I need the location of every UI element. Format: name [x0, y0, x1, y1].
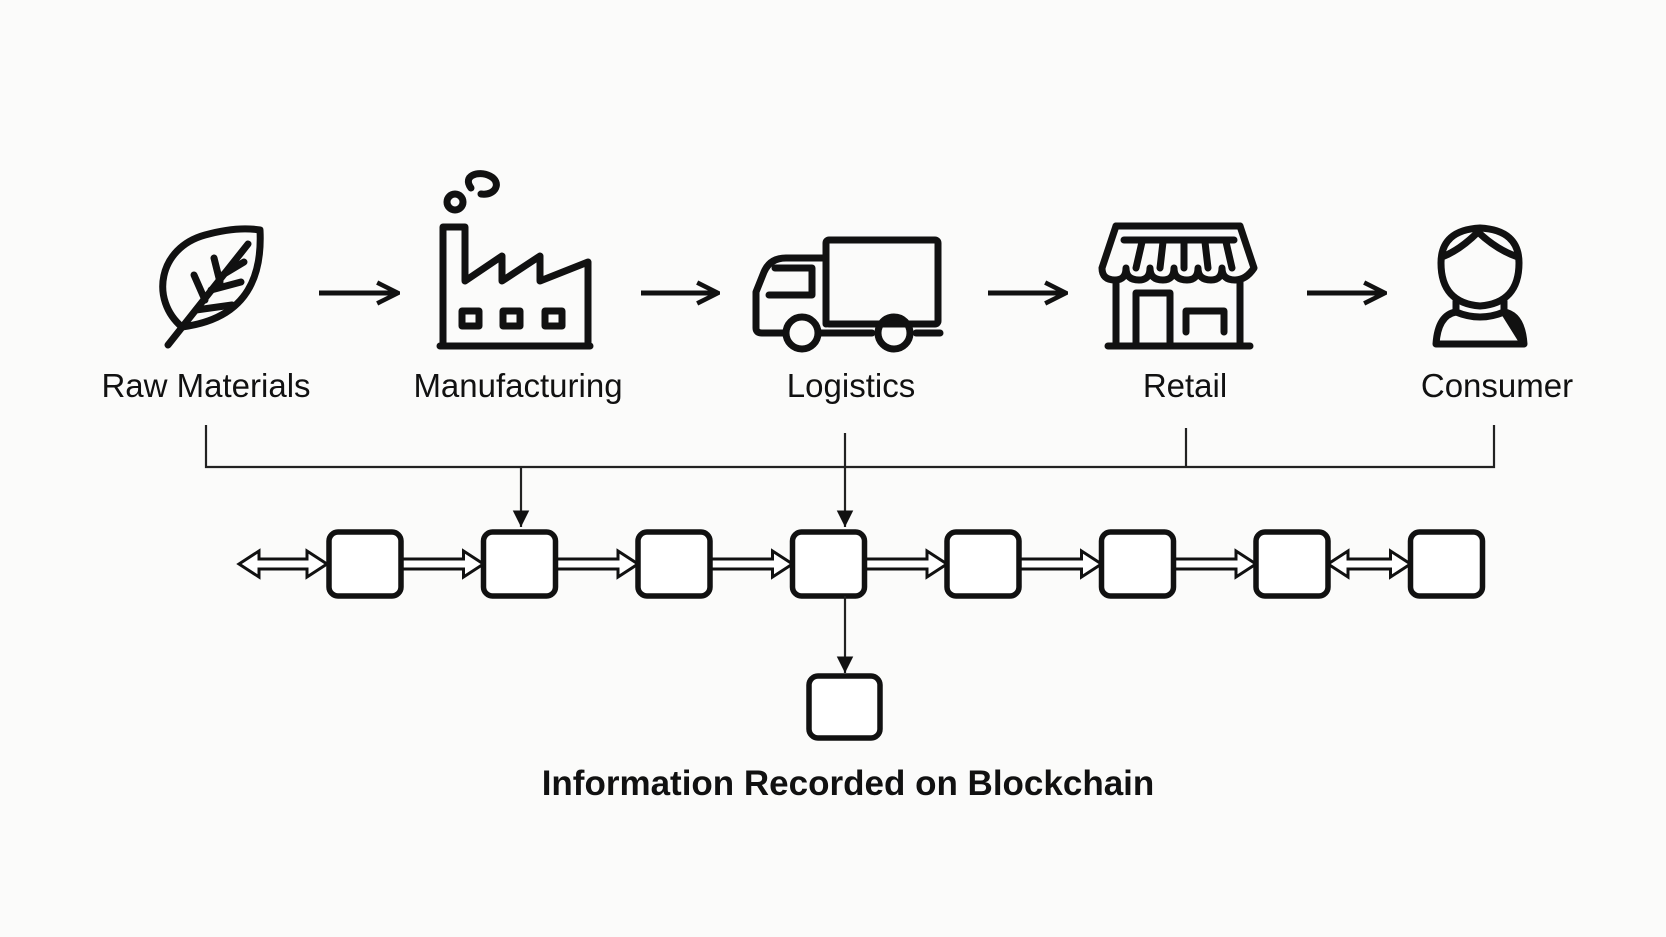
store-icon — [1098, 222, 1258, 350]
chain-link-arrow — [1017, 548, 1105, 580]
chain-block — [1253, 529, 1331, 599]
stage-label-retail: Retail — [1143, 367, 1227, 404]
bidirectional-link-arrow — [236, 548, 330, 580]
chain-block — [789, 529, 868, 599]
person-icon — [1432, 224, 1528, 348]
chain-block — [480, 529, 559, 599]
chain-link-arrow — [399, 548, 487, 580]
stage-label-raw-materials: Raw Materials — [101, 367, 310, 404]
bidirectional-link-arrow — [1325, 548, 1414, 580]
chain-link-arrow — [863, 548, 950, 580]
chain-block — [1407, 529, 1486, 599]
recorded-block — [806, 673, 883, 741]
leaf-icon — [159, 225, 264, 349]
stage-connector-bracket — [204, 425, 1496, 527]
stage-label-manufacturing: Manufacturing — [413, 367, 622, 404]
stage-label-consumer: Consumer — [1421, 367, 1573, 404]
blockchain-caption: Information Recorded on Blockchain — [542, 764, 1155, 803]
chain-block — [635, 529, 713, 599]
chain-block — [1098, 529, 1177, 599]
chain-link-arrow — [708, 548, 796, 580]
blockchain-blocks — [326, 529, 1486, 599]
chain-link-arrow — [1172, 548, 1259, 580]
stage-label-logistics: Logistics — [787, 367, 915, 404]
chain-block — [326, 529, 404, 599]
chain-block — [944, 529, 1022, 599]
chain-link-arrow — [554, 548, 641, 580]
factory-icon — [436, 170, 594, 350]
truck-icon — [752, 236, 944, 353]
